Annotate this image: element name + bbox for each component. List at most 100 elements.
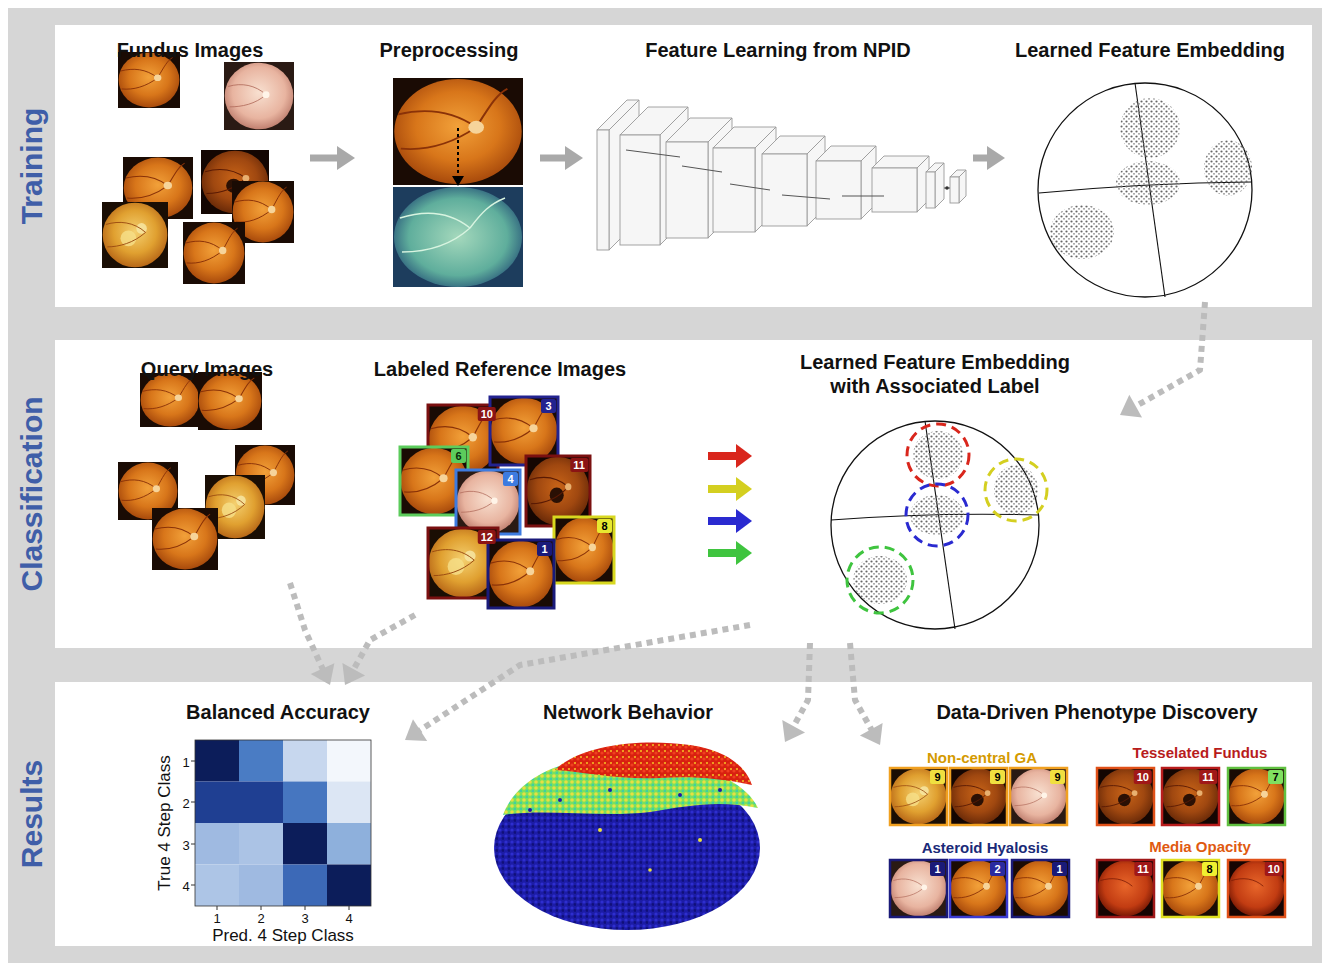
callout-number: 12	[478, 530, 496, 544]
query-photo-stack	[152, 508, 218, 570]
arrow-line	[973, 155, 988, 162]
labeled-embedding-sphere	[831, 421, 1047, 629]
stage-heading: Network Behavior	[543, 700, 713, 724]
stage-heading: Balanced Accuracy	[186, 700, 370, 724]
phenotype-examples	[950, 768, 1007, 825]
callout-number: 11	[570, 458, 588, 472]
confusion-matrix	[191, 740, 371, 910]
flow-arrow	[850, 643, 883, 745]
callout-number: 11	[1199, 770, 1217, 784]
labeled-embedding-sphere	[906, 484, 968, 546]
confusion-matrix	[239, 823, 283, 865]
cnn-layers	[959, 170, 966, 203]
labeled-embedding-sphere	[907, 424, 969, 486]
confusion-matrix	[239, 740, 283, 782]
tsne-scatter	[648, 868, 652, 872]
preprocessing-images	[452, 176, 464, 186]
confusion-matrix	[283, 823, 327, 865]
axis-label: 4	[345, 911, 352, 926]
stage-heading: Feature Learning from NPID	[645, 38, 911, 62]
arrow-line	[419, 625, 750, 731]
callout-number: 11	[1134, 862, 1152, 876]
callout-number: 1	[930, 862, 945, 876]
phenotype-examples	[1162, 860, 1219, 917]
cnn-layers	[713, 148, 755, 232]
phenotype-examples	[890, 860, 947, 917]
cnn-layers	[626, 150, 950, 199]
flow-arrow	[708, 477, 752, 501]
labeled-embedding-sphere	[853, 556, 907, 604]
axis-label: 2	[257, 911, 264, 926]
tsne-scatter	[608, 788, 612, 792]
arrow-head	[860, 723, 883, 745]
query-photo-stack	[118, 372, 295, 570]
arrow-line	[540, 155, 566, 162]
background-frame	[55, 682, 1312, 946]
reference-photo-stack	[488, 540, 554, 608]
arrow-head	[736, 477, 752, 501]
confusion-matrix	[349, 906, 350, 910]
cnn-layers	[950, 177, 959, 203]
cnn-layers	[872, 168, 917, 212]
labeled-embedding-sphere	[910, 495, 964, 535]
fundus-photo-stack	[102, 202, 168, 268]
flow-arrow	[973, 146, 1005, 170]
arrow-head	[782, 720, 805, 742]
labeled-embedding-sphere	[831, 421, 1039, 629]
arrow-head	[736, 509, 752, 533]
stage-group: Balanced Accuracy	[150, 690, 400, 940]
labeled-embedding-sphere	[994, 465, 1038, 515]
background-frame	[55, 25, 1312, 307]
labeled-embedding-sphere	[985, 459, 1047, 521]
fundus-photo-stack	[224, 62, 294, 130]
reference-photo-stack	[456, 470, 520, 534]
axis-label: 3	[301, 911, 308, 926]
stage-heading: Fundus Images	[117, 38, 264, 62]
confusion-matrix	[283, 740, 327, 782]
cnn-layers	[945, 186, 949, 190]
query-photo-stack	[140, 373, 200, 427]
stage-heading: Preprocessing	[380, 38, 519, 62]
callout-number: 8	[1202, 862, 1217, 876]
flow-arrow	[540, 146, 583, 170]
confusion-matrix	[261, 906, 262, 910]
stage-heading: Query Images	[141, 357, 273, 381]
embedding-sphere	[1120, 98, 1180, 158]
confusion-matrix	[191, 802, 195, 803]
arrow-head	[342, 663, 365, 685]
arrow-line	[793, 643, 810, 727]
phenotype-examples	[890, 860, 947, 917]
stage-group: Query Images	[110, 352, 305, 580]
cnn-layers	[842, 196, 884, 197]
cnn-layers	[935, 163, 944, 208]
confusion-matrix	[191, 885, 195, 886]
confusion-matrix	[195, 740, 371, 906]
confusion-matrix	[239, 782, 283, 824]
flow-arrow	[782, 643, 810, 742]
stage-heading: Learned Feature Embedding with Associate…	[785, 350, 1085, 398]
preprocessing-images	[393, 78, 523, 287]
stage-heading: Learned Feature Embedding	[1015, 38, 1285, 62]
reference-photo-stack	[400, 397, 614, 608]
arrow-line	[708, 549, 737, 557]
arrow-head	[736, 541, 752, 565]
band-title: Training	[15, 108, 49, 225]
background-frame	[8, 8, 1322, 963]
query-photo-stack	[198, 372, 262, 430]
phenotype-examples	[1012, 860, 1069, 917]
embedding-sphere	[1116, 161, 1180, 205]
tsne-scatter	[718, 788, 722, 792]
callout-number: 2	[990, 862, 1005, 876]
phenotype-examples	[1097, 860, 1154, 917]
confusion-matrix	[327, 865, 371, 907]
preprocessing-images	[457, 128, 459, 176]
phenotype-examples	[1228, 860, 1285, 917]
phenotype-examples	[1162, 860, 1219, 917]
background-frame	[55, 340, 1312, 648]
arrow-line	[353, 615, 415, 670]
cnn-layers	[597, 100, 966, 250]
axis-label: 1	[182, 755, 189, 770]
flow-arrow	[708, 444, 752, 468]
